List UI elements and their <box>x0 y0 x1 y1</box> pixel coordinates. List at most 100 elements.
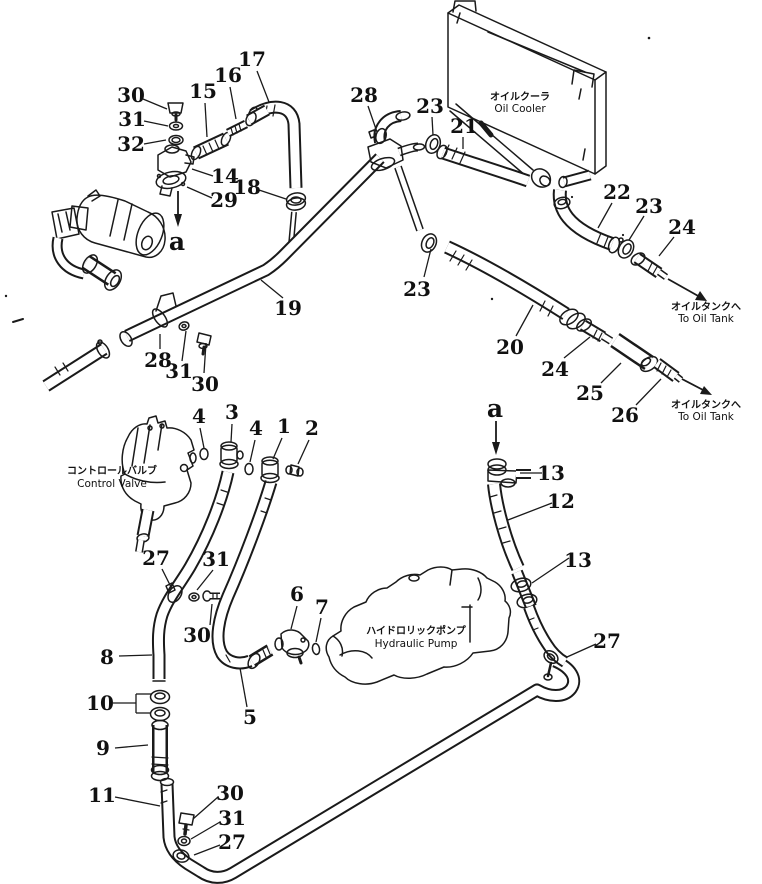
leader-line <box>260 279 284 299</box>
leader-line <box>190 821 221 840</box>
callout-26: 26 <box>611 403 639 427</box>
callout-13: 13 <box>537 461 565 485</box>
component-label-jp-oil-cooler: オイルクーラ <box>490 91 550 103</box>
leader-line <box>507 502 553 521</box>
leader-line <box>209 603 213 626</box>
pump-suction-line <box>487 458 569 681</box>
leader-line <box>114 796 161 807</box>
callout-25: 25 <box>576 381 604 405</box>
component-label-en-to-oil-tank-lower: To Oil Tank <box>677 411 735 423</box>
leader-line <box>193 844 221 856</box>
component-label-en-hydraulic-pump: Hydraulic Pump <box>375 638 458 650</box>
callout-30: 30 <box>216 781 244 805</box>
leader-line <box>628 215 645 241</box>
callout-11: 11 <box>88 783 116 807</box>
leader-line <box>249 439 256 463</box>
leader-line <box>515 304 534 337</box>
leader-line <box>256 70 270 103</box>
leader-line <box>142 98 168 110</box>
callout-18: 18 <box>233 175 261 199</box>
leader-line <box>143 120 169 127</box>
callout-8: 8 <box>100 645 114 669</box>
callout-31: 31 <box>118 107 146 131</box>
component-label-en-oil-cooler: Oil Cooler <box>494 103 546 115</box>
leader-line <box>531 557 570 584</box>
callout-24: 24 <box>541 357 569 381</box>
callout-29: 29 <box>210 188 238 212</box>
leader-line <box>290 605 298 630</box>
callout-22: 22 <box>603 180 631 204</box>
callout-31: 31 <box>218 806 246 830</box>
leader-line <box>181 330 187 362</box>
leader-line <box>230 423 233 443</box>
leader-line <box>658 236 675 257</box>
hydraulic-pump-drawing <box>325 566 512 685</box>
component-label-jp-to-oil-tank-lower: オイルタンクへ <box>671 399 741 411</box>
leader-line <box>229 86 237 120</box>
leader-line <box>199 427 205 449</box>
oil-cooler-hoses <box>436 144 669 280</box>
callout-19: 19 <box>274 296 302 320</box>
control-valve-drawing <box>120 415 197 553</box>
leader-line <box>431 116 434 136</box>
callout-20: 20 <box>496 335 524 359</box>
leader-line <box>196 569 214 591</box>
callout-23: 23 <box>403 277 431 301</box>
leader-line <box>143 139 167 145</box>
leader-line <box>367 105 378 133</box>
leader-line <box>635 378 662 406</box>
oil-cooler-drawing <box>447 0 607 177</box>
reference-letter-a: a <box>169 227 185 256</box>
callout-15: 15 <box>189 79 217 103</box>
callout-13: 13 <box>564 548 592 572</box>
leader-line <box>114 744 149 749</box>
callout-1: 1 <box>277 414 291 438</box>
callout-16: 16 <box>214 63 242 87</box>
callout-12: 12 <box>547 489 575 513</box>
leader-line <box>423 248 432 278</box>
callout-30: 30 <box>183 623 211 647</box>
callout-6: 6 <box>290 582 304 606</box>
callout-28: 28 <box>144 348 172 372</box>
flow-arrows <box>174 191 712 455</box>
callout-23: 23 <box>635 194 663 218</box>
callout-5: 5 <box>243 705 257 729</box>
filter-assembly <box>51 189 166 291</box>
print-specks <box>4 36 651 323</box>
leader-line <box>597 202 613 229</box>
callout-31: 31 <box>202 547 230 571</box>
leader-line <box>315 617 322 643</box>
leader-line <box>191 168 214 177</box>
valve-hoses <box>149 441 304 782</box>
leader-line <box>192 796 219 820</box>
callout-28: 28 <box>350 83 378 107</box>
bottom-pipe-11 <box>159 655 581 884</box>
leader-line <box>204 102 208 138</box>
component-label-en-to-oil-tank-upper: To Oil Tank <box>677 313 735 325</box>
callout-30: 30 <box>191 372 219 396</box>
callout-3: 3 <box>225 400 239 424</box>
leader-line <box>118 654 153 657</box>
leader-line <box>297 439 310 465</box>
callout-27: 27 <box>142 546 170 570</box>
fitting-chain-parts <box>155 102 270 197</box>
component-label-jp-control-valve: コントロールバルブ <box>67 464 157 477</box>
leader-line <box>186 186 213 199</box>
callout-27: 27 <box>593 629 621 653</box>
component-label-jp-to-oil-tank-upper: オイルタンクへ <box>671 301 741 313</box>
callout-27: 27 <box>218 830 246 854</box>
callout-24: 24 <box>668 215 696 239</box>
leader-line <box>566 643 597 658</box>
component-label-en-control-valve: Control Valve <box>77 478 147 490</box>
callout-7: 7 <box>315 595 329 619</box>
callout-4: 4 <box>192 404 206 428</box>
reference-letter-a: a <box>487 394 503 423</box>
callout-4: 4 <box>249 416 263 440</box>
elbow-6-assembly <box>274 629 321 665</box>
callout-32: 32 <box>117 132 145 156</box>
leader-line <box>563 336 591 359</box>
callout-14: 14 <box>211 164 239 188</box>
leader-line <box>203 342 207 374</box>
